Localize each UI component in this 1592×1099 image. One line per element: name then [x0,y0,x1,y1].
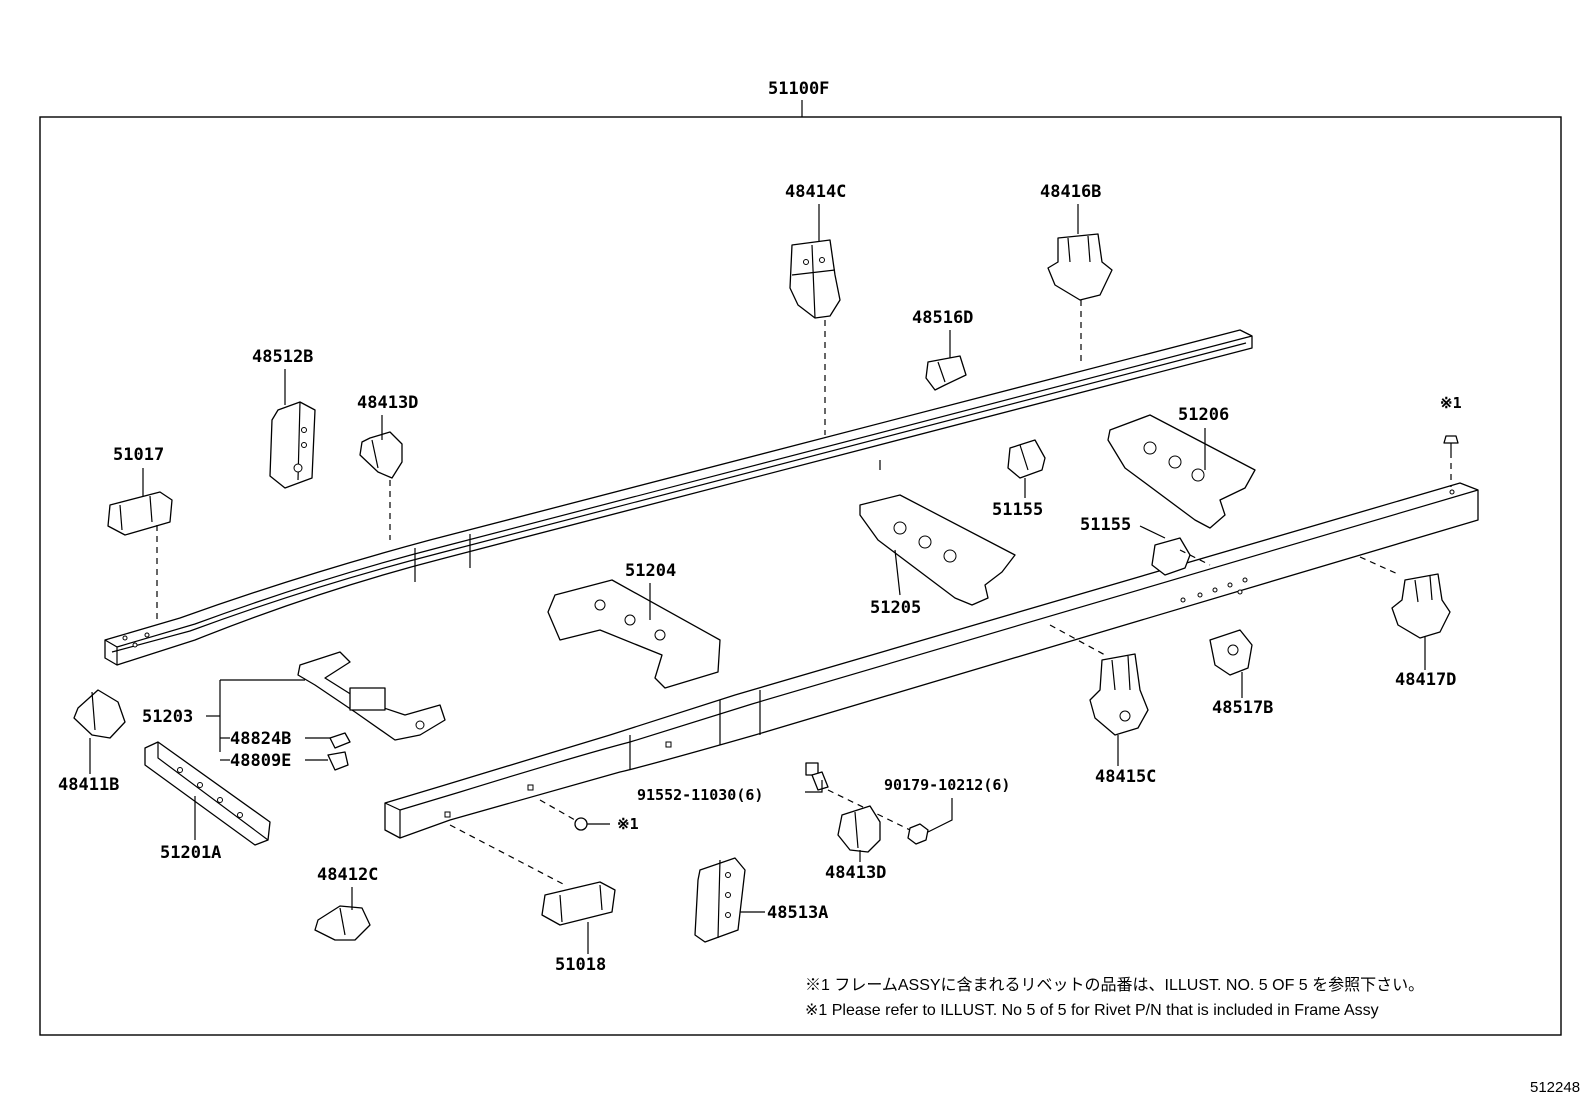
label-51204: 51204 [625,561,676,581]
rivet-top-right[interactable]: ※1 [1440,394,1462,487]
part-51206[interactable]: 51206 [1107,405,1256,529]
part-51201A[interactable]: 51201A [144,741,271,863]
label-48809E: 48809E [230,751,291,771]
label-48411B: 48411B [58,775,119,795]
part-51203[interactable]: 51203 [142,651,446,752]
assembly-label: 51100F [768,79,829,99]
note-japanese: ※1 フレームASSYに含まれるリベットの品番は、ILLUST. NO. 5 O… [805,976,1424,994]
label-51017: 51017 [113,445,164,465]
label-48516D: 48516D [912,308,973,328]
part-48413D-bottom[interactable]: 48413D [825,805,886,883]
diagram-id: 512248 [1530,1079,1580,1096]
part-91552-bolt[interactable]: 91552-11030(6) [637,762,911,831]
part-48513A[interactable]: 48513A [694,857,828,943]
part-48824B[interactable]: 48824B [220,729,351,749]
label-48513A: 48513A [767,903,828,923]
part-51205[interactable]: 51205 [859,494,1016,618]
right-frame-rail [384,482,1479,839]
part-48411B[interactable]: 48411B [58,689,126,795]
part-51204[interactable]: 51204 [547,561,721,689]
label-51018: 51018 [555,955,606,975]
part-48412C[interactable]: 48412C [314,865,378,941]
part-48512B[interactable]: 48512B [252,347,316,489]
part-48416B[interactable]: 48416B [1040,182,1113,365]
label-90179: 90179-10212(6) [884,776,1010,794]
part-48413D-top[interactable]: 48413D [357,393,418,540]
label-48415C: 48415C [1095,767,1156,787]
part-48516D[interactable]: 48516D [912,308,973,391]
part-51155-b[interactable]: 51155 [1080,515,1211,576]
label-48412C: 48412C [317,865,378,885]
part-48415C[interactable]: 48415C [1049,624,1156,787]
rivet-mark-top: ※1 [1440,394,1462,412]
rivet-mark-bottom: ※1 [617,815,639,833]
label-51205: 51205 [870,598,921,618]
label-51155-a: 51155 [992,500,1043,520]
label-48512B: 48512B [252,347,313,367]
rivet-bottom[interactable]: ※1 [539,799,639,833]
label-48413D-top: 48413D [357,393,418,413]
part-51155-a[interactable]: 51155 [992,439,1046,520]
label-51206: 51206 [1178,405,1229,425]
part-48417D[interactable]: 48417D [1359,556,1456,690]
label-48413D-bottom: 48413D [825,863,886,883]
label-91552: 91552-11030(6) [637,786,763,804]
part-48517B[interactable]: 48517B [1209,629,1273,718]
label-48517B: 48517B [1212,698,1273,718]
label-48414C: 48414C [785,182,846,202]
part-51017[interactable]: 51017 [107,445,173,622]
label-51201A: 51201A [160,843,221,863]
label-48824B: 48824B [230,729,291,749]
label-51203: 51203 [142,707,193,727]
part-48414C[interactable]: 48414C [785,182,846,435]
part-51018[interactable]: 51018 [449,824,616,975]
part-90179-nut[interactable]: 90179-10212(6) [884,776,1010,845]
label-51155-b: 51155 [1080,515,1131,535]
note-english: ※1 Please refer to ILLUST. No 5 of 5 for… [805,1002,1379,1019]
left-frame-rail [104,329,1253,666]
label-48417D: 48417D [1395,670,1456,690]
label-48416B: 48416B [1040,182,1101,202]
diagram-border [39,116,1562,1036]
part-48809E[interactable]: 48809E [220,751,349,771]
